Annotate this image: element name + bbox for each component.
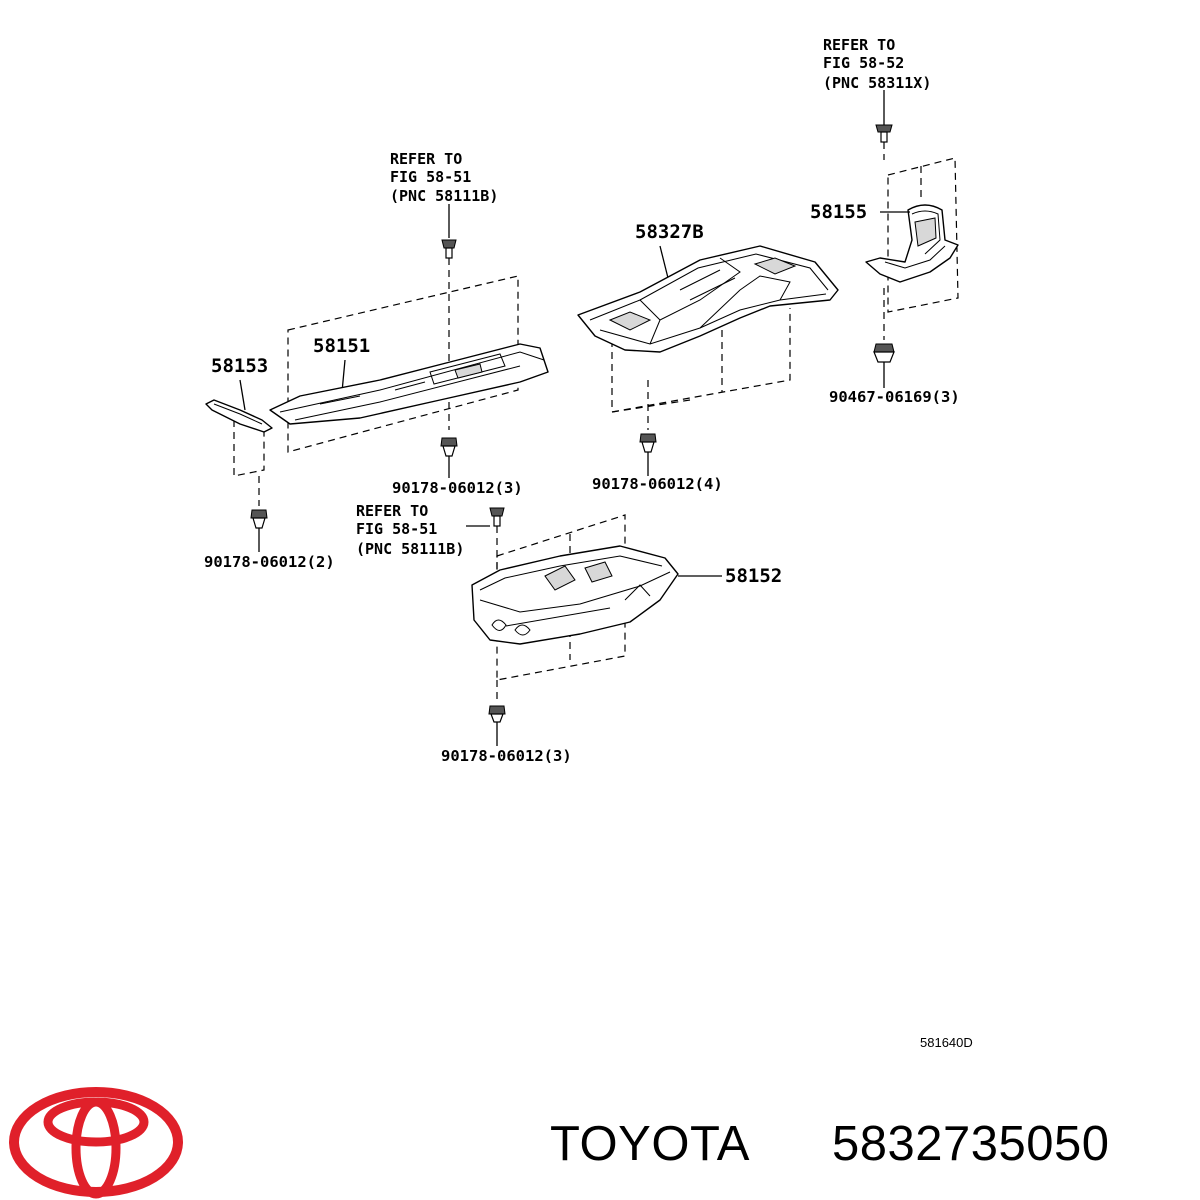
grommet-fastener-icon (873, 288, 895, 388)
fastener-label-90178-06012-3a: 90178-06012(3) (392, 479, 523, 497)
part-number: 5832735050 (832, 1117, 1110, 1171)
clip-fastener-icon (466, 507, 505, 570)
fastener-icon-58151 (440, 437, 458, 478)
fastener-label-90178-06012-4: 90178-06012(4) (592, 475, 723, 493)
leader-58153 (239, 379, 246, 411)
fastener-label-90178-06012-3b: 90178-06012(3) (441, 747, 572, 765)
refer-line-3: (PNC 58311X) (823, 74, 931, 92)
part-58327b-drawing (577, 245, 839, 413)
refer-line-3: (PNC 58111B) (356, 540, 464, 558)
toyota-logo (9, 1087, 183, 1199)
part-label-58153: 58153 (211, 355, 268, 377)
clip-fastener-icon (875, 90, 893, 160)
part-label-58151: 58151 (313, 335, 370, 357)
part-58153-drawing (205, 399, 273, 477)
part-label-58152: 58152 (725, 565, 782, 587)
part-label-58327b: 58327B (635, 221, 704, 243)
refer-line-1: REFER TO (390, 150, 462, 168)
refer-line-2: FIG 58-52 (823, 54, 904, 72)
fastener-label-90467-06169: 90467-06169(3) (829, 388, 960, 406)
part-58151-drawing (269, 275, 549, 453)
refer-line-1: REFER TO (356, 502, 428, 520)
part-label-58155: 58155 (810, 201, 867, 223)
part-58155-drawing (865, 157, 959, 313)
refer-to-fig-58-51-callout-top: REFER TO FIG 58-51 (PNC 58111B) (390, 150, 498, 205)
refer-line-2: FIG 58-51 (390, 168, 471, 186)
clip-fastener-icon (441, 204, 457, 430)
refer-to-fig-58-51-callout-bottom: REFER TO FIG 58-51 (PNC 58111B) (356, 502, 464, 558)
fastener-icon-58152 (488, 680, 506, 746)
fastener-icon-58153 (250, 476, 268, 552)
refer-to-fig-58-52-callout: REFER TO FIG 58-52 (PNC 58311X) (823, 36, 931, 92)
leader-58151 (341, 359, 346, 393)
brand-name: TOYOTA (550, 1117, 750, 1171)
leader-58327b (659, 245, 669, 279)
fastener-icon-center (639, 380, 657, 476)
part-58152-drawing (471, 514, 722, 681)
fastener-label-90178-06012-2: 90178-06012(2) (204, 553, 335, 571)
illustration-id: 581640D (920, 1035, 973, 1050)
refer-line-2: FIG 58-51 (356, 520, 437, 538)
refer-line-1: REFER TO (823, 36, 895, 54)
refer-line-3: (PNC 58111B) (390, 187, 498, 205)
